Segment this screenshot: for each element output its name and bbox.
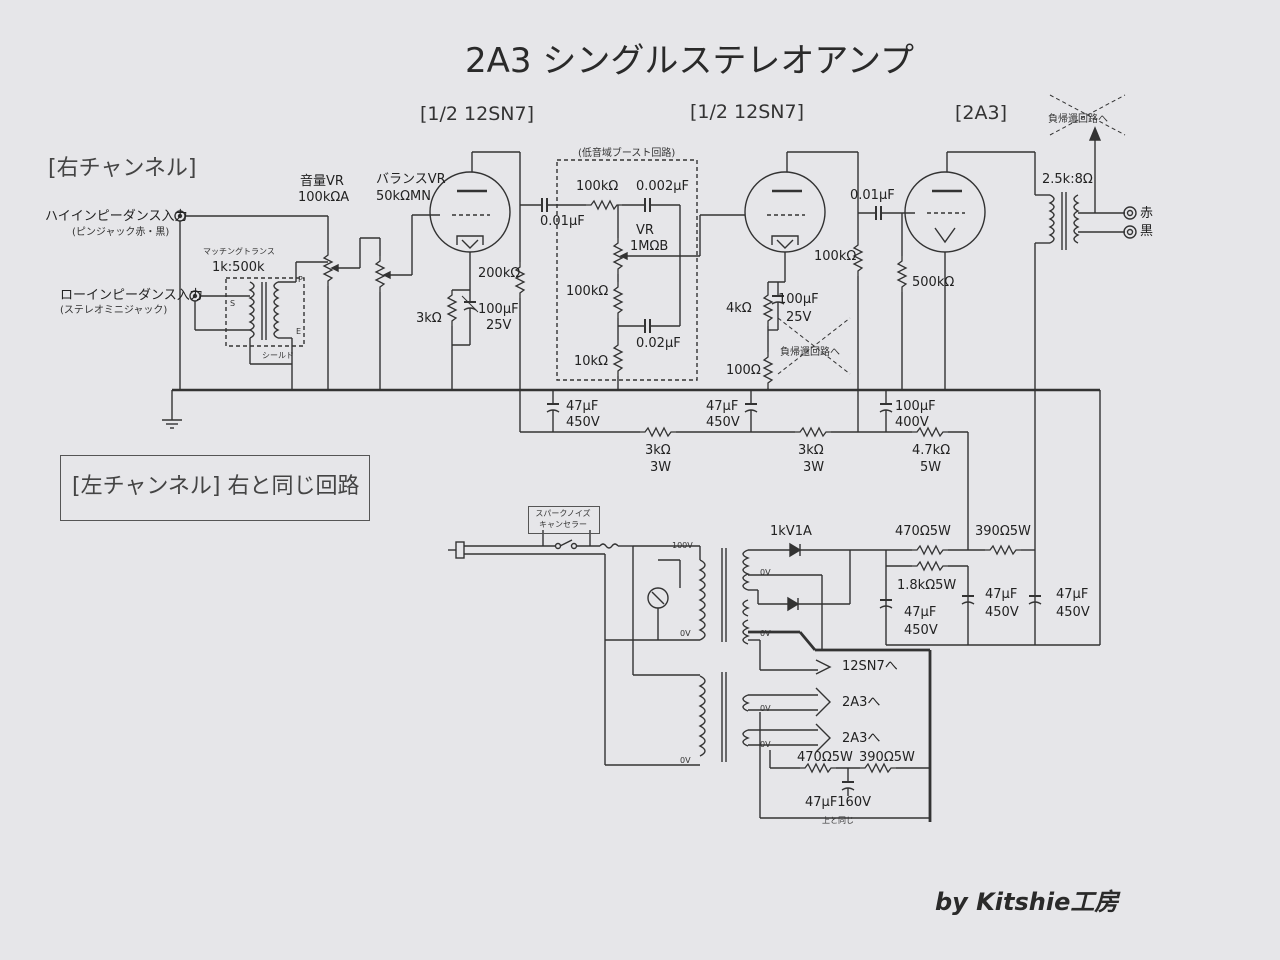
coupling-cap-1: 0.01μF [540, 214, 585, 229]
tap-0v-c: 0V [760, 568, 771, 577]
power-resistor-3: 1.8kΩ5W [897, 578, 957, 593]
decoupling-cap-1-voltage: 450V [566, 415, 600, 430]
trans-e-label: E [296, 327, 302, 336]
decoupling-resistor-1-watt: 3W [650, 460, 672, 475]
spark-canceller-box [528, 506, 600, 534]
shield-label: シールド [262, 351, 294, 360]
stage2-plate-resistor: 100kΩ [814, 249, 857, 264]
speaker-red-label: 赤 [1140, 206, 1154, 221]
balance-vr-value: 50kΩMN [376, 189, 431, 204]
stage1-cathode-cap: 100μF [478, 302, 519, 317]
boost-c2: 0.02μF [636, 336, 681, 351]
boost-r3: 10kΩ [574, 354, 609, 369]
tap-0v-a: 0V [680, 629, 691, 638]
filament-resistor-2: 390Ω5W [859, 750, 915, 765]
stage3-grid-resistor: 500kΩ [912, 275, 955, 290]
stage2-cathode-resistor: 4kΩ [726, 301, 752, 316]
page-title: 2A3 シングルステレオアンプ [465, 41, 914, 81]
volume-vr-value: 100kΩA [298, 190, 350, 205]
power-cap-2-voltage: 450V [985, 605, 1019, 620]
bass-boost-title: (低音域ブースト回路) [578, 148, 676, 159]
boost-vr-value: 1MΩB [630, 239, 669, 254]
trans-p-label: P [298, 275, 303, 284]
decoupling-cap-3: 100μF [895, 399, 936, 414]
decoupling-cap-3-voltage: 400V [895, 415, 929, 430]
tap-0v-b: 0V [680, 756, 691, 765]
trans-s-label: S [230, 299, 236, 308]
stage2-feedback-note: 負帰還回路へ [780, 347, 840, 358]
to-2a3-label-1: 2A3へ [842, 695, 881, 710]
speaker-black-label: 黒 [1140, 224, 1154, 239]
matching-trans-label: マッチングトランス [203, 247, 275, 256]
left-channel-label: [左チャンネル] 右と同じ回路 [72, 474, 360, 499]
volume-vr-label: 音量VR [300, 174, 344, 189]
tap-0v-d: 0V [760, 629, 771, 638]
filament-cap: 47μF160V [805, 795, 871, 810]
decoupling-cap-1: 47μF [566, 399, 599, 414]
hi-z-input-label: ハイインピーダンス入力 [45, 209, 188, 224]
tap-100v: 100V [672, 541, 693, 550]
filament-resistor-1: 470Ω5W [797, 750, 853, 765]
decoupling-cap-2-voltage: 450V [706, 415, 740, 430]
power-cap-3: 47μF [1056, 587, 1089, 602]
coupling-cap-2: 0.01μF [850, 188, 895, 203]
decoupling-resistor-3: 4.7kΩ [912, 443, 951, 458]
left-channel-box [60, 455, 370, 521]
tap-0v-e: 0V [760, 704, 771, 713]
power-resistor-2: 390Ω5W [975, 524, 1031, 539]
decoupling-resistor-1: 3kΩ [645, 443, 671, 458]
tube-label-2: [1/2 12SN7] [690, 101, 804, 123]
to-2a3-label-2: 2A3へ [842, 731, 881, 746]
bass-boost-box [556, 159, 698, 381]
boost-r1: 100kΩ [576, 179, 619, 194]
stage3-feedback-note: 負帰還回路へ [1048, 114, 1108, 125]
rectifier-diode-label: 1kV1A [770, 524, 812, 539]
spark-canceller-label-1: スパークノイズ [535, 509, 591, 518]
transformer-shield [225, 277, 305, 347]
to-12sn7-label: 12SN7へ [842, 659, 898, 674]
spark-canceller-label-2: キャンセラー [539, 520, 587, 529]
power-cap-3-voltage: 450V [1056, 605, 1090, 620]
decoupling-resistor-2-watt: 3W [803, 460, 825, 475]
balance-vr-label: バランスVR [376, 172, 446, 187]
lo-z-input-sub: (ステレオミニジャック) [60, 305, 168, 316]
boost-r2: 100kΩ [566, 284, 609, 299]
right-channel-label: [右チャンネル] [48, 156, 197, 181]
decoupling-resistor-2: 3kΩ [798, 443, 824, 458]
power-cap-2: 47μF [985, 587, 1018, 602]
tube-label-3: [2A3] [955, 102, 1007, 124]
stage2-cathode-cap: 100μF [778, 292, 819, 307]
stage2-cathode-cap-voltage: 25V [786, 310, 812, 325]
author-signature: by Kitshie工房 [935, 888, 1119, 916]
stage1-cathode-cap-voltage: 25V [486, 318, 512, 333]
boost-c1: 0.002μF [636, 179, 689, 194]
hi-z-input-sub: (ピンジャック赤・黒) [72, 227, 170, 238]
decoupling-cap-2: 47μF [706, 399, 739, 414]
decoupling-resistor-3-watt: 5W [920, 460, 942, 475]
output-trans-ratio: 2.5k:8Ω [1042, 172, 1093, 187]
lo-z-input-label: ローインピーダンス入力 [60, 288, 203, 303]
power-resistor-1: 470Ω5W [895, 524, 951, 539]
same-as-above-label: 上と同じ [822, 816, 854, 825]
tube-label-1: [1/2 12SN7] [420, 103, 534, 125]
stage2-feedback-resistor: 100Ω [726, 363, 761, 378]
tap-0v-f: 0V [760, 740, 771, 749]
stage1-cathode-resistor: 3kΩ [416, 311, 442, 326]
power-cap-1: 47μF [904, 605, 937, 620]
boost-vr: VR [636, 223, 654, 238]
tube-3 [904, 171, 986, 253]
power-cap-1-voltage: 450V [904, 623, 938, 638]
tube-2 [744, 171, 826, 253]
matching-trans-ratio: 1k:500k [212, 260, 265, 275]
stage1-plate-resistor: 200kΩ [478, 266, 521, 281]
